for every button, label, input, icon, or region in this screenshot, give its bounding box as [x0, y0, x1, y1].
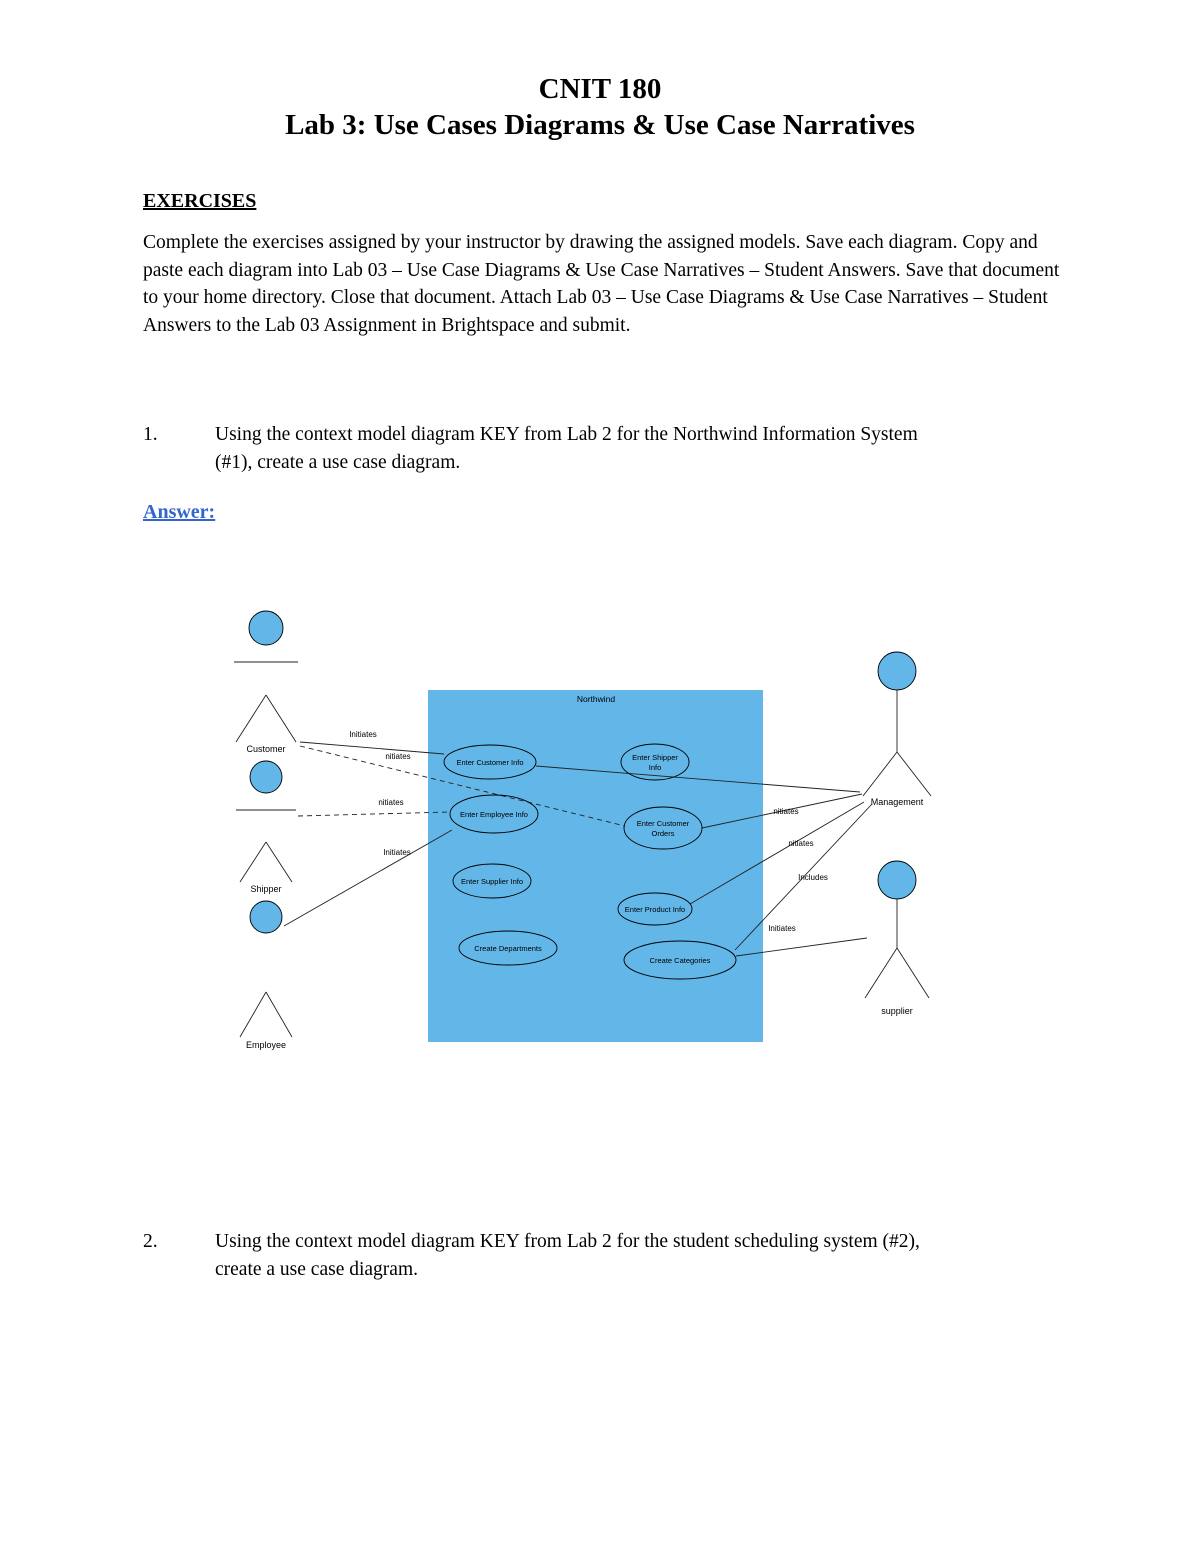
intro-paragraph: Complete the exercises assigned by your … — [143, 232, 1060, 336]
exercise-2-text: Using the context model diagram KEY from… — [215, 1231, 920, 1280]
use-case-label: Info — [649, 763, 662, 772]
association-shipper-enter-employee-info — [297, 811, 451, 817]
connector-label: nitiates — [788, 839, 813, 848]
use-case-label: Enter Customer — [637, 819, 690, 828]
actor-head-icon — [249, 760, 283, 794]
use-case-oval — [449, 794, 539, 834]
system-boundary — [428, 690, 763, 1042]
use-case-enter-customer-info: Enter Customer Info — [443, 744, 537, 780]
actor-legs — [239, 991, 293, 1038]
use-case-enter-product-info: Enter Product Info — [617, 892, 693, 926]
actor-head-icon — [877, 860, 917, 900]
association-supplier-create-categories — [735, 937, 868, 957]
actor-shipper: Shipper — [236, 760, 296, 894]
use-case-enter-customer-orders: Enter Customer Orders — [623, 806, 703, 850]
use-case-create-categories: Create Categories — [623, 940, 737, 980]
connector-label: Initiates — [768, 924, 796, 933]
association-enter-customer-info-management — [535, 765, 861, 793]
actor-supplier: supplier — [864, 860, 930, 1016]
association-management-enter-product-info — [689, 801, 865, 905]
actor-head-icon — [877, 651, 917, 691]
system-label: Northwind — [577, 694, 616, 704]
actor-customer: Customer — [234, 610, 298, 754]
use-case-enter-shipper-info: Enter Shipper Info — [620, 743, 690, 781]
course-title: CNIT 180 — [538, 73, 662, 105]
association-management-enter-customer-orders — [701, 793, 863, 829]
connector-label: nitiates — [773, 807, 798, 816]
use-case-enter-employee-info: Enter Employee Info — [449, 794, 539, 834]
actor-legs — [235, 694, 297, 743]
use-case-label: Create Categories — [650, 956, 711, 965]
use-case-label: Enter Customer Info — [456, 758, 523, 767]
use-case-diagram: Northwind Initiates nitiates nitiates In… — [234, 610, 932, 1050]
use-case-label: Enter Shipper — [632, 753, 678, 762]
use-case-oval — [623, 940, 737, 980]
use-case-oval — [458, 930, 558, 966]
use-case-label: Orders — [652, 829, 675, 838]
use-case-oval — [617, 892, 693, 926]
use-case-enter-supplier-info: Enter Supplier Info — [452, 863, 532, 899]
exercise-1-number: 1. — [143, 424, 158, 445]
use-case-label: Enter Product Info — [625, 905, 685, 914]
use-case-label: Enter Supplier Info — [461, 877, 523, 886]
actor-employee-label: Employee — [246, 1040, 286, 1050]
actor-management: Management — [862, 651, 932, 807]
title-block: CNIT 180 Lab 3: Use Cases Diagrams & Use… — [0, 72, 1200, 144]
association-customer-enter-customer-orders — [299, 745, 626, 827]
exercise-2-number: 2. — [143, 1231, 158, 1252]
association-management-create-categories — [734, 803, 873, 951]
use-case-oval — [620, 743, 690, 781]
actor-employee: Employee — [239, 900, 293, 1050]
use-case-label: Enter Employee Info — [460, 810, 528, 819]
lab-title: Lab 3: Use Cases Diagrams & Use Case Nar… — [285, 109, 915, 141]
exercises-heading: EXERCISES — [143, 190, 257, 212]
connector-label: Initiates — [383, 848, 411, 857]
use-case-oval — [452, 863, 532, 899]
connector-label: Initiates — [349, 730, 377, 739]
actor-legs — [864, 947, 930, 999]
connector-label: nitiates — [378, 798, 403, 807]
association-employee-enter-employee-info — [283, 829, 453, 927]
actor-customer-label: Customer — [246, 744, 285, 754]
answer-label: Answer: — [143, 501, 216, 523]
actor-supplier-label: supplier — [881, 1006, 913, 1016]
actor-legs — [239, 841, 293, 883]
actor-shipper-label: Shipper — [250, 884, 281, 894]
use-case-create-departments: Create Departments — [458, 930, 558, 966]
exercise-1-item: 1. Using the context model diagram KEY f… — [143, 421, 935, 476]
actor-legs — [862, 751, 932, 797]
exercise-2-item: 2. Using the context model diagram KEY f… — [143, 1228, 935, 1283]
use-case-label: Create Departments — [474, 944, 542, 953]
actor-head-icon — [249, 900, 283, 934]
association-customer-enter-customer-info — [299, 741, 445, 755]
actor-head-icon — [248, 610, 284, 646]
connector-label: Includes — [798, 873, 828, 882]
use-case-oval — [623, 806, 703, 850]
use-case-oval — [443, 744, 537, 780]
exercise-1-text: Using the context model diagram KEY from… — [215, 424, 918, 473]
connector-label: nitiates — [385, 752, 410, 761]
actor-management-label: Management — [871, 797, 924, 807]
